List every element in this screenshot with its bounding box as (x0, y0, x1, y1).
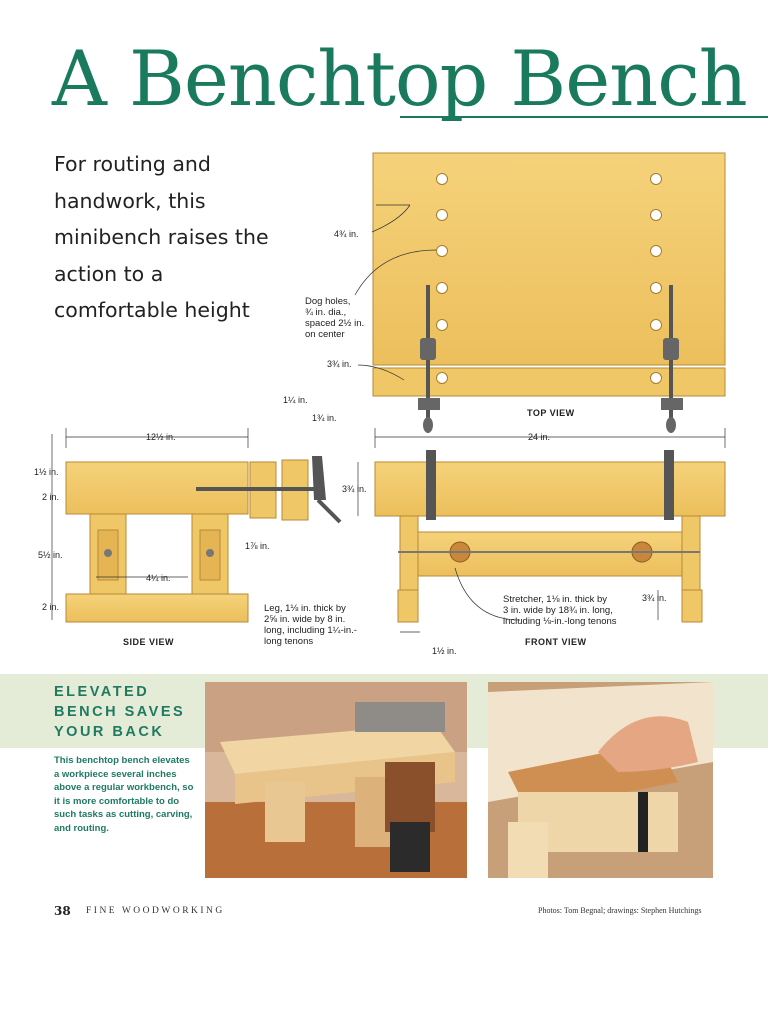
stretcher-note: Stretcher, 1⅛ in. thick by 3 in. wide by… (503, 594, 633, 627)
dog-holes-line: Dog holes, (305, 296, 351, 307)
dim-1-1-2-front: 1½ in. (432, 646, 457, 656)
leg-note-line: Leg, 1⅛ in. thick by (264, 603, 346, 614)
front-view-label: FRONT VIEW (525, 637, 587, 647)
bench-drawings (51, 152, 726, 633)
sidebar-heading: ELEVATED BENCH SAVES YOUR BACK (54, 682, 185, 742)
dim-3-3-4-top: 3¾ in. (327, 359, 352, 369)
bench-photo-sawing (205, 682, 467, 878)
bench-photo-carving (488, 682, 713, 878)
page-number: 38 (54, 904, 71, 918)
dog-holes-line: ¾ in. dia., (305, 307, 347, 318)
dim-1-7-8: 1⅞ in. (245, 541, 270, 551)
dog-holes-note: Dog holes, ¾ in. dia., spaced 2½ in. on … (305, 296, 385, 340)
dim-1-1-2-side: 1½ in. (34, 467, 59, 477)
top-view-drawing (354, 152, 726, 433)
dim-1-3-4: 1¾ in. (312, 413, 337, 423)
leg-note-line: long tenons (264, 636, 314, 647)
stretcher-note-line: including ⅛-in.-long tenons (503, 616, 617, 627)
side-view-label: SIDE VIEW (123, 637, 175, 647)
side-view-drawing (51, 428, 420, 633)
top-view-label: TOP VIEW (527, 408, 575, 418)
sidebar-heading-line: YOUR BACK (54, 724, 165, 740)
leg-note: Leg, 1⅛ in. thick by 2⅝ in. wide by 8 in… (264, 603, 374, 647)
title-rule (400, 116, 768, 118)
leg-note-line: 2⅝ in. wide by 8 in. (264, 614, 346, 625)
page-title: A Benchtop Bench (52, 34, 748, 123)
dim-2-bottom: 2 in. (42, 602, 60, 612)
dim-12-1-2: 12½ in. (146, 432, 176, 442)
dim-4-3-4: 4¾ in. (334, 229, 359, 239)
stretcher-note-line: Stretcher, 1⅛ in. thick by (503, 594, 608, 605)
dim-4-1-4: 4¼ in. (146, 573, 171, 583)
photo-credits: Photos: Tom Begnal; drawings: Stephen Hu… (538, 906, 702, 915)
dim-5-1-2: 5½ in. (38, 550, 63, 560)
stretcher-note-line: 3 in. wide by 18¾ in. long, (503, 605, 613, 616)
dog-holes-line: spaced 2½ in. (305, 318, 365, 329)
sidebar-heading-line: BENCH SAVES (54, 704, 186, 720)
dog-holes-line: on center (305, 329, 345, 340)
leg-note-line: long, including 1¼-in.- (264, 625, 357, 636)
deck-text: For routing and handwork, this minibench… (54, 152, 269, 322)
dim-24: 24 in. (528, 432, 551, 442)
front-view-drawing (357, 428, 726, 623)
dim-3-3-4-front: 3¾ in. (342, 484, 367, 494)
magazine-name: FINE WOODWORKING (86, 906, 225, 916)
dim-2-top: 2 in. (42, 492, 60, 502)
sidebar-body: This benchtop bench elevates a workpiece… (54, 755, 194, 834)
dim-3-3-4-leg: 3¾ in. (642, 593, 667, 603)
dim-1-1-4: 1¼ in. (283, 395, 308, 405)
sidebar-heading-line: ELEVATED (54, 684, 150, 700)
